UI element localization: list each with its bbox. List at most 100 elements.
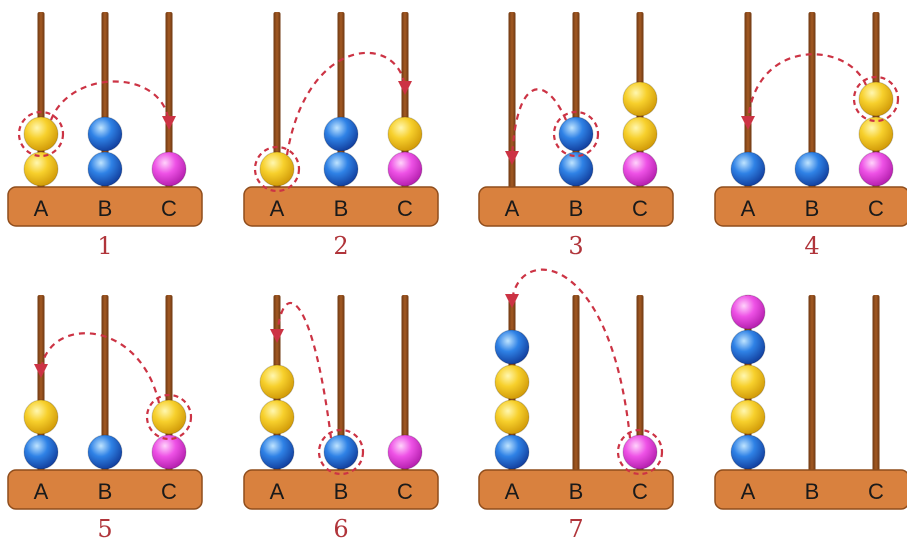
rod-label-C: C [397,196,413,221]
rod-label-B: B [805,196,820,221]
abacus-base [7,469,203,510]
pink-bead [622,151,658,187]
yellow-bead [387,116,423,152]
blue-bead [23,434,59,470]
blue-bead [494,434,530,470]
yellow-bead [259,399,295,435]
move-arrowhead [505,151,519,165]
pink-bead [151,151,187,187]
blue-bead [494,329,530,365]
blue-bead [558,116,594,152]
blue-bead [730,434,766,470]
step-number: 6 [333,515,348,541]
move-arrowhead [162,116,176,130]
rod-A [508,12,516,191]
rod-B [101,295,109,474]
abacus-base [243,186,439,227]
rod-label-B: B [805,479,820,504]
yellow-bead [259,364,295,400]
blue-bead [558,151,594,187]
rod-B [808,12,816,191]
rod-label-C: C [161,196,177,221]
rod-label-B: B [334,196,349,221]
abacus-base [714,469,907,510]
move-arrowhead [34,364,48,378]
move-arrow-path [285,51,407,156]
move-arrowhead [270,329,284,343]
step-number: 7 [568,515,583,541]
panel-2: A B C 2 [243,12,439,260]
blue-bead [730,151,766,187]
blue-bead [87,434,123,470]
panel-6: A B C 6 [243,295,439,543]
step-number: 3 [568,232,583,260]
move-arrowhead [398,81,412,95]
step-number: 1 [97,232,112,260]
yellow-bead [622,116,658,152]
rod-label-B: B [334,479,349,504]
step-number: 2 [333,232,348,260]
rod-label-C: C [868,196,884,221]
yellow-bead [858,116,894,152]
rod-label-C: C [632,196,648,221]
blue-bead [87,116,123,152]
yellow-bead [858,81,894,117]
panel-4: A B C 4 [714,12,907,260]
blue-bead [323,151,359,187]
blue-bead [87,151,123,187]
panel-5: A B C 5 [7,295,203,543]
panel-8: A B C [714,294,907,510]
rod-label-C: C [868,479,884,504]
pink-bead [151,434,187,470]
rod-label-A: A [34,196,49,221]
move-arrow-path [275,301,333,439]
abacus-base [478,186,674,227]
rod-label-A: A [741,479,756,504]
blue-bead [730,329,766,365]
rod-C [872,295,880,474]
abacus-base [478,469,674,510]
rod-label-A: A [34,479,49,504]
rod-C [165,12,173,191]
step-number: 4 [804,232,819,260]
move-arrow-path [746,53,868,125]
selected-bead-ring [552,110,600,158]
selected-bead-ring [145,393,193,441]
selected-bead-ring [616,428,664,476]
pink-bead [387,434,423,470]
abacus-base [243,469,439,510]
rod-label-B: B [98,479,113,504]
rod-label-A: A [270,196,285,221]
step-number: 5 [97,515,112,541]
selected-bead-ring [17,110,65,158]
rod-B [808,295,816,474]
move-arrowhead [505,294,519,308]
selected-bead-ring [253,145,301,193]
pink-bead [622,434,658,470]
yellow-bead [151,399,187,435]
rod-A [744,12,752,191]
rod-label-C: C [161,479,177,504]
yellow-bead [23,151,59,187]
selected-bead-ring [317,428,365,476]
rod-B [572,295,580,474]
yellow-bead [23,116,59,152]
pink-bead [858,151,894,187]
yellow-bead [730,399,766,435]
rod-C [401,295,409,474]
abacus-base [714,186,907,227]
move-arrow-path [39,332,161,404]
rod-label-A: A [270,479,285,504]
pink-bead [730,294,766,330]
move-arrow-path [49,80,171,125]
rod-label-B: B [569,479,584,504]
rod-label-C: C [397,479,413,504]
abacus-base [7,186,203,227]
yellow-bead [494,399,530,435]
rod-label-A: A [741,196,756,221]
rod-label-B: B [98,196,113,221]
blue-bead [323,434,359,470]
